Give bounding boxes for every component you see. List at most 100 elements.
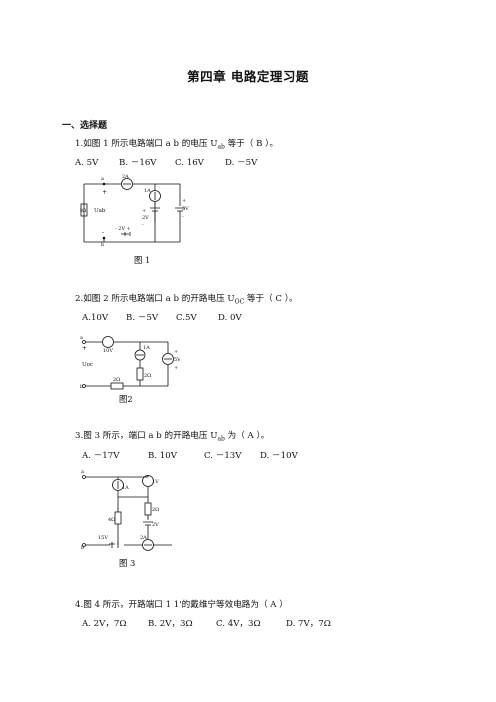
label-uoc: Uoc — [82, 362, 93, 368]
label-minus-5v: + — [174, 365, 178, 371]
current-source-2a — [142, 539, 154, 551]
q1-option-d: D. －5V — [225, 158, 258, 168]
figure-2-caption: 图2 — [119, 394, 133, 404]
label-uab: Uab — [94, 208, 106, 214]
q4-option-b: B. 2V，3Ω — [148, 619, 193, 629]
figure-3-caption: 图 3 — [119, 558, 136, 568]
label-minus: - — [102, 229, 104, 236]
label-2ohm: 2Ω — [152, 507, 159, 513]
figure-1-circuit: a + - b 8Ω Uab 2A 1A + 2V - + 5V - - 2V … — [80, 174, 189, 248]
wire — [117, 477, 148, 545]
question-2-options: A.10V B. －5V C.5V D. 0V — [82, 311, 242, 323]
label-1a: 1A — [143, 345, 150, 351]
question-2-stem: 2.如图 2 所示电路端口 a b 的开路电压 UOC 等于（ C ）。 — [75, 292, 298, 306]
label-2v: 2V — [152, 522, 159, 528]
page-title: 第四章 电路定理习题 — [187, 69, 309, 84]
label-2v-bottom: - 2V + — [115, 226, 131, 232]
figure-1-caption: 图 1 — [134, 255, 151, 265]
wire — [83, 183, 104, 243]
q1-option-b: B. －16V — [119, 158, 157, 168]
label-plus: + — [82, 345, 87, 352]
q1-subscript: ab — [217, 143, 225, 151]
label-minus-2v: - — [142, 222, 144, 228]
label-2a: 2A — [122, 174, 129, 180]
label-2a: 2A — [140, 535, 147, 541]
voltage-source-2v-bottom — [121, 232, 131, 236]
label-4ohm: 4Ω — [108, 517, 115, 523]
voltage-source-1v — [142, 475, 154, 487]
resistor-8ohm — [80, 203, 88, 217]
q1-stem-text: 1.如图 1 所示电路端口 a b 的电压 U — [75, 139, 218, 149]
question-1-options: A. 5V B. －16V C. 16V D. －5V — [75, 156, 257, 168]
wire — [86, 341, 169, 387]
q3-option-c: C. －13V — [204, 451, 242, 461]
label-5v: 5V — [182, 206, 189, 212]
label-plus: + — [102, 189, 107, 196]
label-15v: 15V — [98, 535, 108, 541]
q1-stem-end: 等于（ B ）。 — [224, 139, 279, 149]
voltage-source-15v — [109, 542, 119, 548]
q2-option-a: A.10V — [82, 313, 109, 323]
q3-stem-end: 为（ A ）。 — [224, 431, 270, 441]
voltage-source-5v — [155, 183, 185, 243]
voltage-source-10v — [102, 336, 114, 348]
resistor-2ohm-horizontal — [110, 382, 124, 390]
question-1-stem: 1.如图 1 所示电路端口 a b 的电压 Uab 等于（ B ）。 — [75, 137, 278, 151]
terminal-a-node — [82, 475, 86, 479]
question-3-options: A. －17V B. 10V C. －13V D. －10V — [82, 449, 298, 461]
label-1a: 1A — [122, 485, 129, 491]
q2-option-d: D. 0V — [218, 313, 242, 323]
voltage-source-5v — [162, 353, 174, 365]
label-a: a — [80, 335, 83, 341]
label-plus-2v: + — [142, 208, 146, 214]
current-source-2a — [121, 178, 133, 190]
q3-stem-text: 3.图 3 所示，端口 a b 的开路电压 U — [75, 431, 218, 441]
label-a: a — [81, 469, 84, 475]
current-source-1a — [112, 479, 124, 491]
label-5v: 5V — [174, 357, 180, 363]
q4-option-d: D. 7V，7Ω — [286, 619, 331, 629]
q3-option-a: A. －17V — [82, 451, 120, 461]
current-source-1a — [149, 190, 161, 202]
label-2ohm-horizontal: 2Ω — [113, 377, 120, 383]
q4-option-a: A. 2V，7Ω — [82, 619, 127, 629]
label-2ohm-vertical: 2Ω — [144, 373, 151, 379]
question-4-options: A. 2V，7Ω B. 2V，3Ω C. 4V，3Ω D. 7V，7Ω — [82, 617, 331, 629]
wire — [143, 487, 153, 529]
q2-stem-end: 等于（ C ）。 — [244, 294, 298, 304]
label-b: b — [101, 242, 104, 248]
q3-option-b: B. 10V — [148, 451, 177, 461]
label-b: b — [80, 384, 83, 390]
terminal-a-node — [82, 340, 86, 344]
label-10v: 10V — [103, 348, 113, 354]
q3-subscript: ab — [217, 435, 225, 443]
label-1v: 1V — [152, 479, 159, 485]
q2-option-c: C.5V — [176, 313, 197, 323]
q4-option-c: C. 4V，3Ω — [216, 619, 261, 629]
figure-2-circuit: a + Uoc b 10V 1A 2Ω 2Ω + 5V + — [80, 335, 180, 390]
terminal-b-node — [82, 384, 86, 388]
resistor-2ohm — [144, 502, 152, 516]
terminal-b-node — [82, 543, 86, 547]
section-heading: 一、选择题 — [62, 121, 108, 131]
label-plus-5v: + — [182, 198, 186, 204]
wire — [86, 475, 172, 546]
q1-option-c: C. 16V — [175, 158, 204, 168]
q2-subscript: OC — [234, 298, 245, 306]
question-3-stem: 3.图 3 所示，端口 a b 的开路电压 Uab 为（ A ）。 — [75, 429, 269, 443]
label-8ohm: 8Ω — [80, 208, 86, 214]
terminal-b-node — [102, 236, 106, 240]
label-2v: 2V — [142, 215, 149, 221]
label-1a: 1A — [144, 188, 151, 194]
label-b: b — [81, 545, 84, 551]
q2-stem-text: 2.如图 2 所示电路端口 a b 的开路电压 U — [75, 294, 235, 304]
label-plus-5v: + — [174, 349, 178, 355]
figure-3-circuit: a b 1V 1A 4Ω 2Ω 2V 15V 2A — [81, 469, 172, 551]
resistor-2ohm-vertical — [136, 367, 144, 381]
q2-option-b: B. －5V — [126, 313, 159, 323]
q3-option-d: D. －10V — [260, 451, 298, 461]
voltage-source-2v — [150, 202, 160, 222]
resistor-4ohm — [114, 511, 122, 525]
q1-option-a: A. 5V — [75, 158, 99, 168]
label-minus-5v: - — [182, 214, 184, 220]
